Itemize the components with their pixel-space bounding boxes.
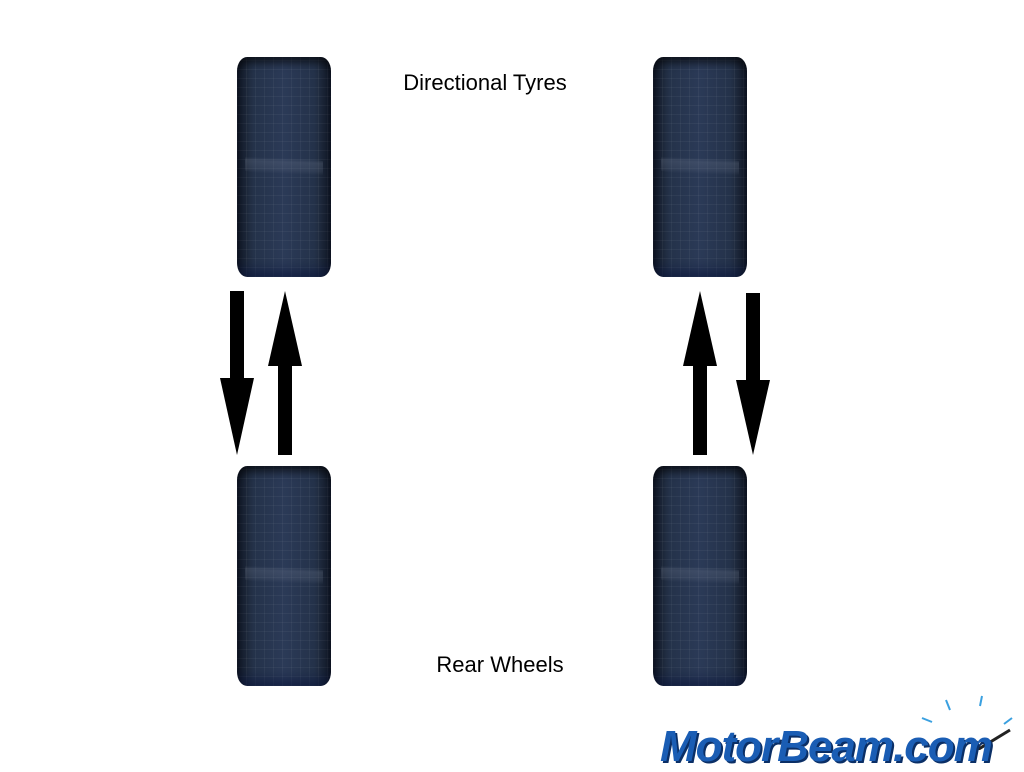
right-up-arrow bbox=[683, 291, 717, 455]
rear-right-tyre bbox=[653, 466, 747, 686]
front-right-tyre bbox=[653, 57, 747, 277]
left-up-arrow bbox=[268, 291, 302, 455]
left-down-arrow bbox=[220, 291, 254, 455]
front-left-tyre bbox=[237, 57, 331, 277]
right-down-arrow bbox=[736, 293, 770, 455]
logo-rays-icon bbox=[921, 695, 1013, 750]
rear-left-tyre bbox=[237, 466, 331, 686]
diagram-title: Directional Tyres bbox=[403, 70, 567, 95]
diagram-caption: Rear Wheels bbox=[436, 652, 564, 677]
motorbeam-watermark: MotorBeam.com bbox=[660, 722, 993, 771]
